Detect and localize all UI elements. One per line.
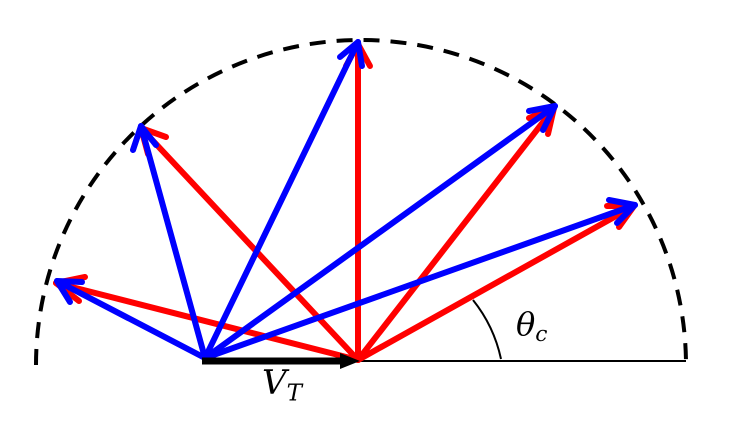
red-arrow-5 — [355, 203, 637, 363]
blue-arrow-2 — [130, 123, 208, 361]
blue-arrow-group — [54, 39, 638, 361]
red-arrow-group — [53, 41, 637, 363]
velocity-symbol: V — [262, 363, 287, 403]
blue-arrow-3 — [202, 39, 365, 361]
velocity-label: VT — [262, 366, 302, 406]
angle-symbol: θ — [516, 305, 536, 343]
angle-label: θc — [516, 308, 547, 346]
angle-subscript: c — [535, 322, 548, 348]
velocity-arrow — [202, 353, 360, 369]
blue-arrow-1 — [54, 278, 208, 361]
blue-arrow-5 — [202, 197, 638, 361]
velocity-subscript: T — [286, 380, 302, 407]
blue-arrow-4 — [202, 103, 558, 361]
red-arrow-3 — [343, 41, 373, 363]
angle-arc — [472, 299, 502, 360]
